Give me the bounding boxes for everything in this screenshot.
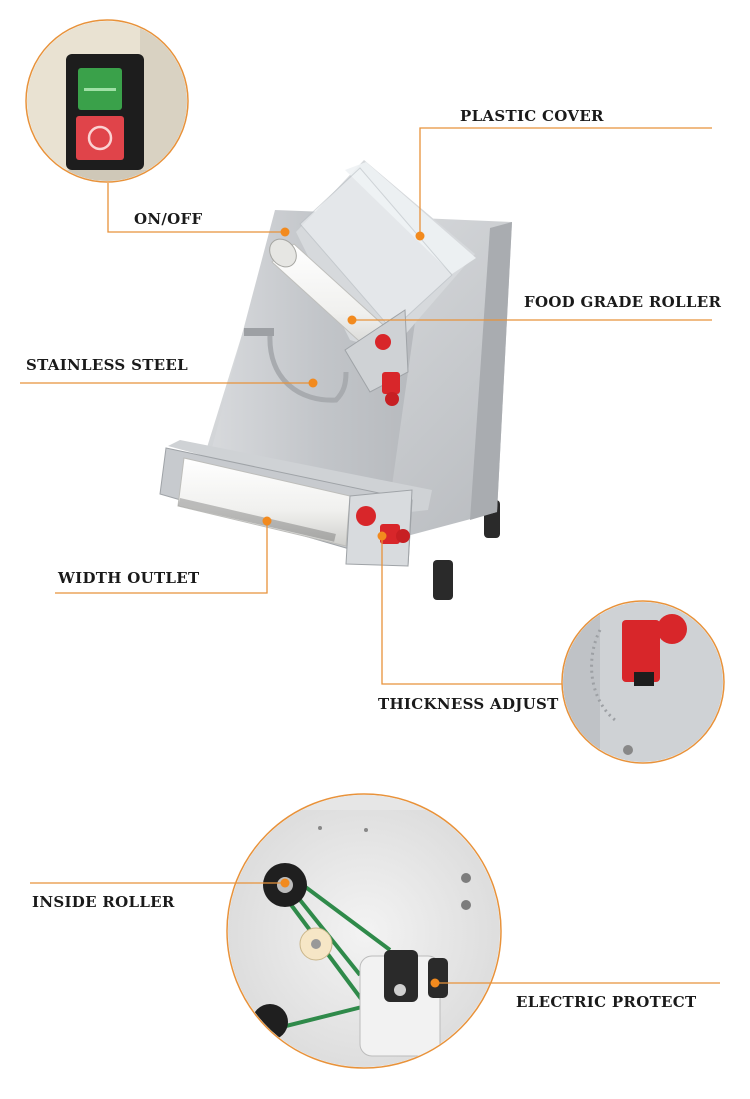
label-electric-protect: ELECTRIC PROTECT xyxy=(516,993,697,1011)
label-inside-roller: INSIDE ROLLER xyxy=(32,893,175,911)
adjust-knob-icon xyxy=(382,372,400,406)
power-switch-icon xyxy=(66,54,144,170)
label-width-outlet: WIDTH OUTLET xyxy=(58,569,200,587)
label-food-grade-roller: FOOD GRADE ROLLER xyxy=(524,293,722,311)
marker-dots xyxy=(262,227,440,988)
adjust-knob-icon xyxy=(622,614,687,686)
motor-icon xyxy=(359,950,448,1057)
inside-detail-circle xyxy=(226,793,502,1069)
thickness-detail-circle xyxy=(561,600,725,764)
label-on-off: ON/OFF xyxy=(134,210,203,228)
dough-roller-machine xyxy=(159,160,512,600)
leader-lines xyxy=(20,127,720,984)
label-stainless-steel: STAINLESS STEEL xyxy=(26,356,188,374)
label-thickness-adjust: THICKNESS ADJUST xyxy=(378,695,559,713)
label-plastic-cover: PLASTIC COVER xyxy=(460,107,604,125)
switch-detail-circle xyxy=(25,19,189,183)
